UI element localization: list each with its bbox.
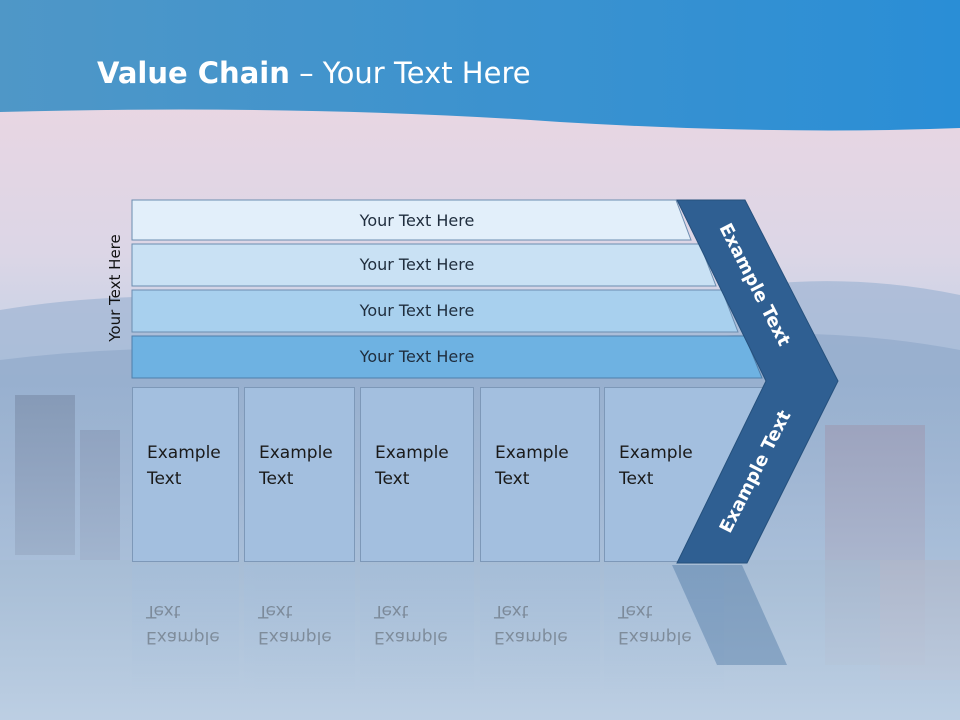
bar-2-label: Your Text Here	[359, 254, 475, 274]
bar-3-label: Your Text Here	[359, 300, 475, 320]
box-5-line-2: Text	[619, 469, 654, 489]
box-2-line-2: Text	[259, 469, 294, 489]
bar-1-label: Your Text Here	[359, 210, 475, 230]
slide-title: Value Chain – Your Text Here	[97, 56, 531, 90]
bar-4-label: Your Text Here	[359, 346, 475, 366]
box-4-line-2: Text	[495, 469, 530, 489]
box-3-line-2: Text	[375, 469, 410, 489]
box-1-line-2: Text	[147, 469, 182, 489]
box-2-line-1: Example	[259, 443, 333, 463]
box-5-line-1: Example	[619, 443, 693, 463]
box-1-line-1: Example	[147, 443, 221, 463]
box-4-line-1: Example	[495, 443, 569, 463]
chevron-shape	[676, 199, 839, 564]
bar-2-shape	[131, 243, 717, 287]
bar-4-shape	[131, 335, 763, 379]
box-3-line-1: Example	[375, 443, 449, 463]
bar-1-shape	[131, 199, 692, 241]
bar-3-shape	[131, 289, 739, 333]
